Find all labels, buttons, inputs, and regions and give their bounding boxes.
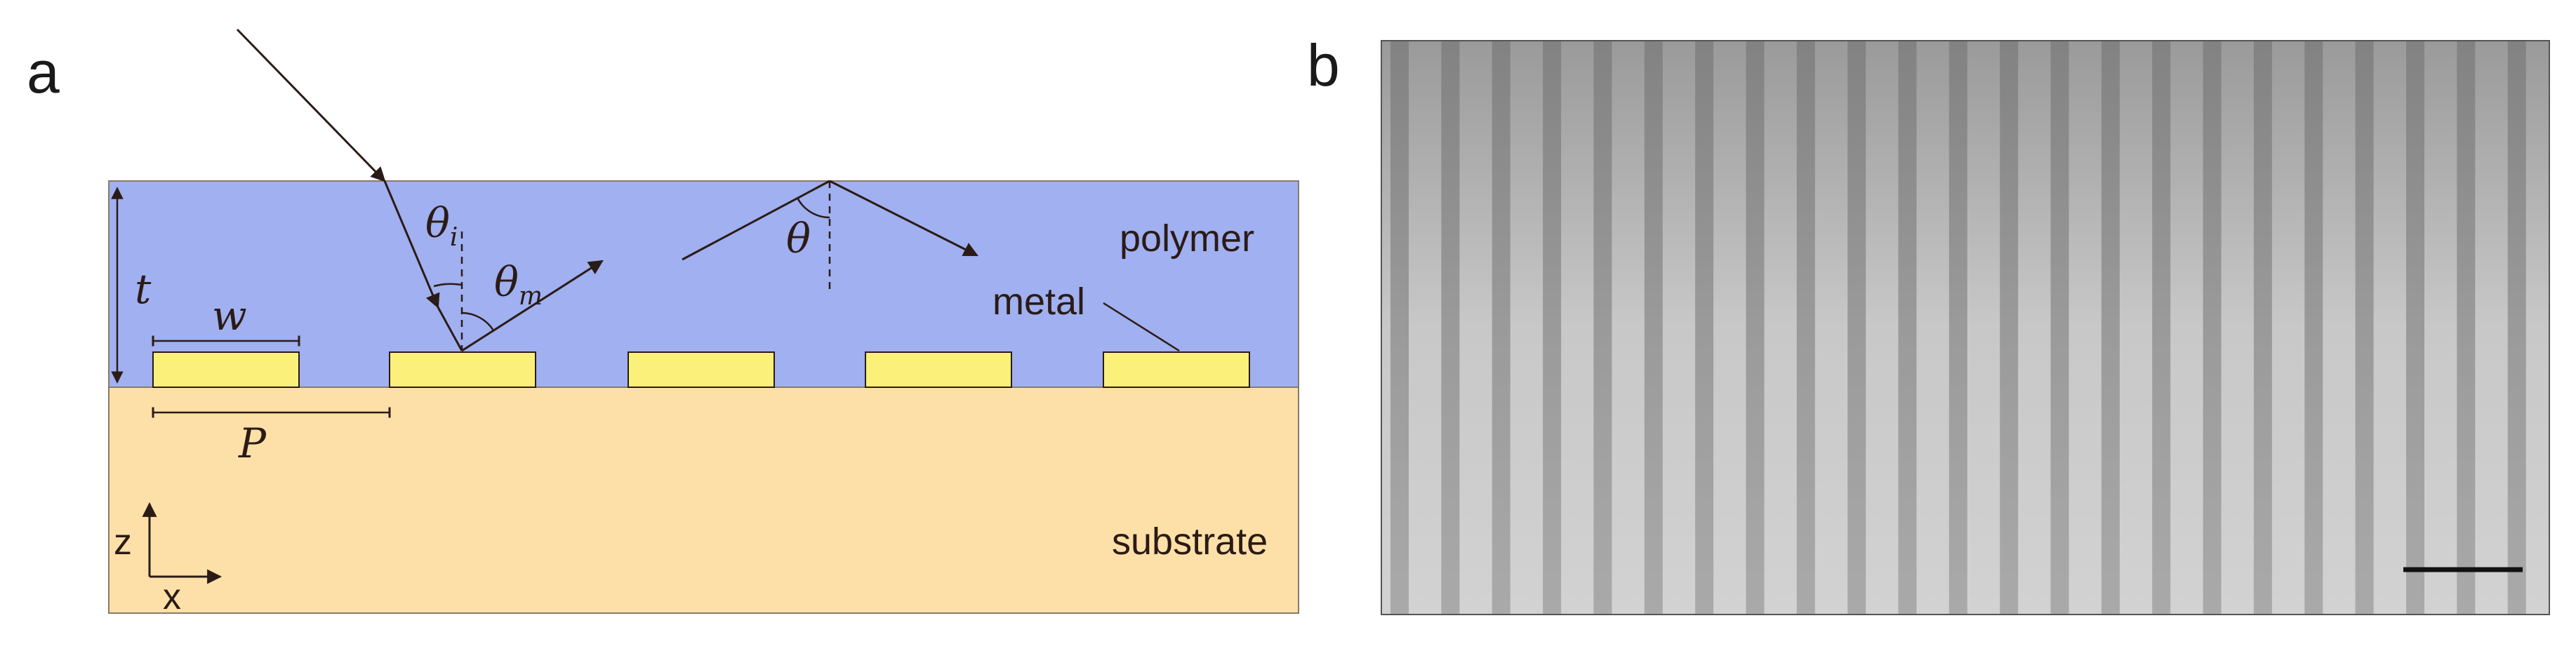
- dark-stripe: [1390, 41, 1409, 615]
- theta-m-symbol: θm: [494, 258, 543, 311]
- internal-ray-in: [682, 180, 830, 261]
- dark-stripe: [1796, 41, 1815, 615]
- dark-stripe: [1593, 41, 1612, 615]
- thickness-symbol: t: [135, 265, 152, 313]
- substrate-label: substrate: [1112, 521, 1268, 563]
- dark-stripe: [1543, 41, 1562, 615]
- stripe-pattern: [1390, 41, 2526, 615]
- internal-ray-out: [829, 180, 978, 257]
- dark-stripe: [1492, 41, 1511, 615]
- dark-stripe: [2152, 41, 2171, 615]
- width-symbol: w: [212, 292, 247, 340]
- incident-ray-air: [236, 28, 386, 182]
- metal-strip: [1103, 351, 1250, 388]
- metal-strip: [628, 351, 775, 388]
- theta-m-sub: m: [519, 282, 543, 311]
- microscope-image: [1381, 40, 2550, 615]
- dark-stripe: [2253, 41, 2272, 615]
- dark-stripe: [2050, 41, 2069, 615]
- substrate-layer: [108, 387, 1299, 614]
- dark-stripe: [2304, 41, 2323, 615]
- panel-a-label: a: [27, 39, 60, 105]
- metal-strip: [152, 351, 300, 388]
- diffracted-ray: [461, 260, 604, 352]
- metal-leader-line: [1103, 302, 1180, 352]
- angle-arc-theta-i: [433, 283, 463, 288]
- dark-stripe: [1746, 41, 1765, 615]
- dark-stripe: [1948, 41, 1967, 615]
- dark-stripe: [2355, 41, 2374, 615]
- dark-stripe: [1695, 41, 1714, 615]
- angle-arc-theta-m: [461, 311, 495, 331]
- microscope-image-frame: [1381, 40, 2550, 615]
- metal-label: metal: [992, 281, 1085, 323]
- axes-indicator: z x: [114, 502, 223, 617]
- theta-i-sub: i: [450, 223, 458, 252]
- incident-ray-polymer: [383, 180, 440, 309]
- dark-stripe: [2203, 41, 2222, 615]
- dark-stripe: [2507, 41, 2526, 615]
- x-axis-label: x: [163, 577, 181, 617]
- theta-m-main: θ: [494, 258, 519, 306]
- dark-stripe: [1898, 41, 1917, 615]
- dark-stripe: [1644, 41, 1663, 615]
- theta-i-symbol: θi: [425, 199, 458, 252]
- dark-stripe: [2406, 41, 2424, 615]
- incident-ray-polymer-tail: [437, 307, 463, 351]
- dark-stripe: [2101, 41, 2120, 615]
- panel-a: a t w P θi: [27, 28, 1299, 617]
- dark-stripe: [2000, 41, 2019, 615]
- dark-stripe: [2457, 41, 2476, 615]
- theta-symbol: θ: [786, 215, 811, 262]
- angle-arc-theta: [796, 197, 830, 219]
- metal-strip: [865, 351, 1012, 388]
- metal-strips: [152, 351, 1250, 388]
- metal-strip: [389, 351, 536, 388]
- panel-b-label: b: [1307, 32, 1340, 98]
- panel-b: b: [1307, 32, 2550, 615]
- z-axis-label: z: [114, 522, 132, 563]
- dark-stripe: [1441, 41, 1460, 615]
- dark-stripe: [1847, 41, 1866, 615]
- polymer-label: polymer: [1120, 217, 1254, 260]
- theta-i-main: θ: [425, 199, 450, 247]
- period-symbol: P: [238, 420, 267, 467]
